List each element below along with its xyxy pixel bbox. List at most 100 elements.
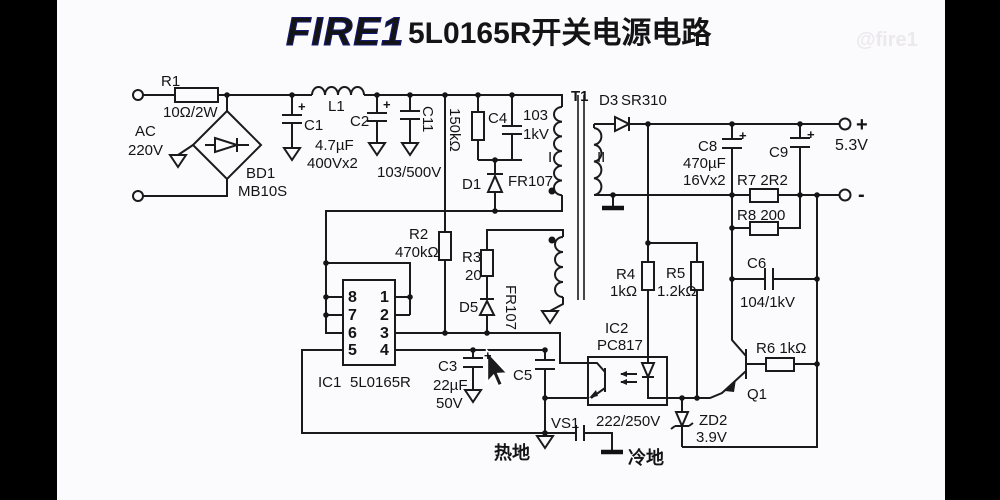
label-c6: C6 (747, 255, 766, 272)
winding-polarity-dots (548, 187, 556, 244)
resistor-r8 (749, 221, 779, 236)
secondary-winding (593, 127, 603, 196)
c3-plus-sign: + (484, 348, 492, 363)
label-c1c2-value1: 4.7µF (315, 137, 354, 154)
label-c2: C2 (350, 113, 369, 130)
fire1-logo: FIRE1 (286, 10, 404, 54)
label-c8: C8 (698, 138, 717, 155)
resistor-r2 (438, 231, 452, 261)
ground-symbols (168, 142, 560, 450)
label-ac: AC (135, 123, 156, 140)
resistor-r7 (749, 188, 779, 203)
label-r1: R1 (161, 73, 180, 90)
bridge-bd1 (191, 109, 263, 181)
c2-plus-sign: + (383, 97, 391, 112)
label-pin3: 3 (380, 325, 389, 342)
label-d5-type: FR107 (502, 285, 519, 330)
page-title: 5L0165R开关电源电路 (408, 17, 712, 50)
label-bd1-type: MB10S (238, 183, 287, 200)
label-r6: R6 1kΩ (756, 340, 806, 357)
label-q1: Q1 (747, 386, 767, 403)
resistor-150k (471, 111, 485, 141)
input-terminals (132, 89, 144, 202)
label-r4: R4 (616, 266, 635, 283)
label-r3-value: 20 (465, 267, 482, 284)
label-pin2: 2 (380, 307, 389, 324)
label-ic1-type: 5L0165R (350, 374, 411, 391)
label-c4-value1: 103 (523, 107, 548, 124)
aux-winding (554, 236, 564, 298)
resistor-r5 (690, 261, 704, 291)
label-ic1: IC1 (318, 374, 341, 391)
label-output-voltage: 5.3V (835, 137, 868, 154)
label-c11-value: 103/500V (377, 164, 441, 181)
ic1-5l0165r-body (342, 279, 396, 366)
label-pin1: 1 (380, 289, 389, 306)
resistor-r6 (765, 357, 795, 372)
label-bd1: BD1 (246, 165, 275, 182)
letterbox-right (945, 0, 1000, 500)
label-d3-type: SR310 (621, 92, 667, 109)
label-d5: D5 (459, 299, 478, 316)
label-r1-value: 10Ω/2W (163, 104, 218, 121)
diode-d3 (614, 115, 632, 133)
mouse-cursor (485, 347, 511, 389)
label-vs1-value: 222/250V (596, 413, 660, 430)
label-c3-value2: 50V (436, 395, 463, 412)
label-c3: C3 (438, 358, 457, 375)
label-150k: 150kΩ (446, 108, 463, 152)
c9-plus-sign: + (807, 127, 815, 142)
label-c11: C11 (419, 106, 436, 132)
label-c4-value2: 1kV (523, 126, 549, 143)
label-c5: C5 (513, 367, 532, 384)
label-d1-type: FR107 (508, 173, 553, 190)
label-ic2-type: PC817 (597, 337, 643, 354)
label-d1: D1 (462, 176, 481, 193)
letterbox-left (0, 0, 57, 500)
label-c4: C4 (488, 110, 507, 127)
label-r2-value: 470kΩ (395, 244, 439, 261)
label-r4-value: 1kΩ (610, 283, 637, 300)
label-c6-value: 104/1kV (740, 294, 795, 311)
label-c1: C1 (304, 117, 323, 134)
label-c3-value1: 22µF (433, 377, 468, 394)
diode-d5 (478, 298, 496, 316)
resistor-r4 (641, 261, 655, 291)
label-zd2: ZD2 (699, 412, 727, 429)
label-vs1: VS1 (551, 415, 579, 432)
watermark: @fire1 (856, 29, 918, 51)
phototransistor-emitter-arrow (589, 390, 598, 398)
label-c8-value1: 470µF (683, 155, 726, 172)
label-zd2-value: 3.9V (696, 429, 727, 446)
ic2-pc817-body (587, 356, 668, 406)
label-d3: D3 (599, 92, 618, 109)
label-hot-ground: 热地 (494, 442, 530, 463)
label-pin7: 7 (348, 307, 357, 324)
label-l1: L1 (328, 98, 345, 115)
label-r5-value: 1.2kΩ (657, 283, 697, 300)
label-pin8: 8 (348, 289, 357, 306)
junction-dots (224, 92, 820, 436)
resistor-r1 (174, 87, 219, 103)
c8-plus-sign: + (739, 128, 747, 143)
label-t1: T1 (571, 88, 589, 105)
diode-d1 (486, 173, 504, 193)
label-c8-value2: 16Vx2 (683, 172, 726, 189)
inductor-l1 (311, 86, 365, 96)
zener-zd2 (674, 411, 690, 429)
label-pin5: 5 (348, 342, 357, 359)
label-winding-primary: I (548, 149, 552, 166)
label-ac-voltage: 220V (128, 142, 163, 159)
primary-winding (553, 106, 563, 197)
label-r8: R8 200 (737, 207, 785, 224)
label-pin4: 4 (380, 342, 389, 359)
label-c1c2-value2: 400Vx2 (307, 155, 358, 172)
label-r5: R5 (666, 265, 685, 282)
label-cold-ground: 冷地 (628, 447, 664, 468)
label-output-plus: + (856, 114, 868, 136)
label-c9: C9 (769, 144, 788, 161)
label-output-minus: - (858, 184, 865, 206)
label-ic2: IC2 (605, 320, 628, 337)
